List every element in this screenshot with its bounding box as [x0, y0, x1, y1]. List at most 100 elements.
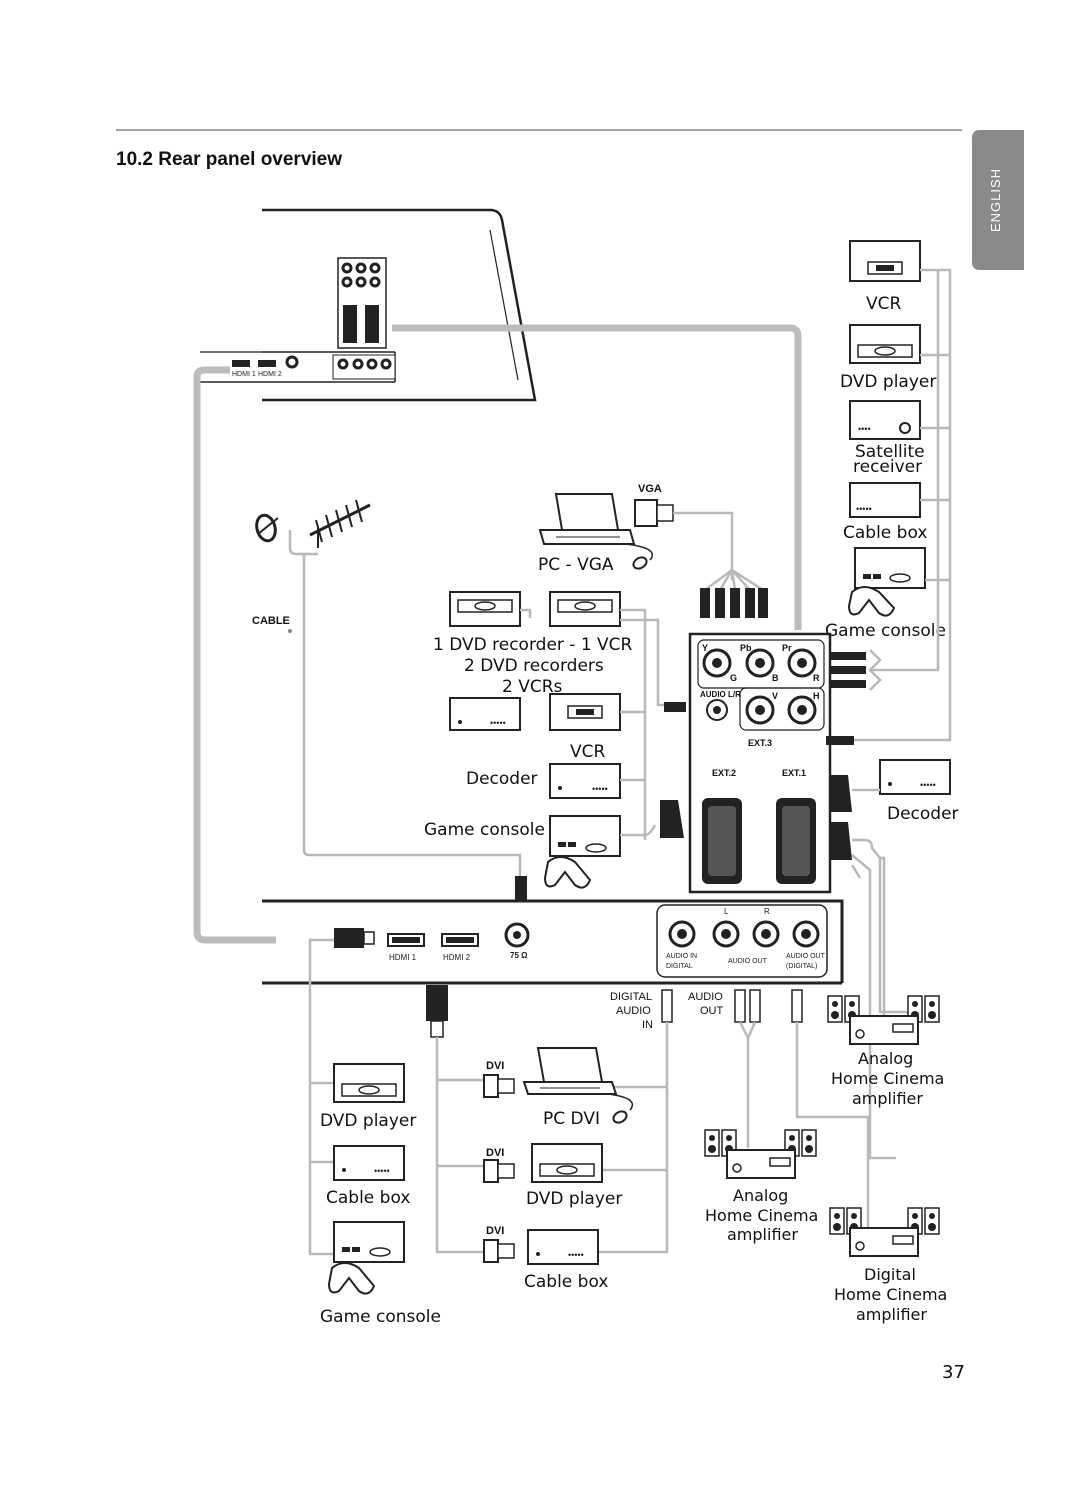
analog-audio-wire	[738, 1021, 757, 1148]
right-devices-bus	[850, 268, 952, 742]
ext3-scart-panel	[688, 632, 832, 894]
amp2-label-2: Home Cinema	[705, 1206, 818, 1225]
hdmi-devices-wire	[308, 938, 334, 1256]
hdmi-plug-bottom	[426, 985, 448, 1038]
recorder-line-3: 2 VCRs	[502, 677, 563, 697]
recorder-line-2: 2 DVD recorders	[464, 656, 604, 676]
mini-hdmi2-label: HDMI 2	[258, 371, 282, 378]
ext2-label: EXT.2	[712, 768, 736, 778]
scart-plug-left	[660, 800, 684, 838]
audio-jacks	[668, 920, 820, 948]
recorder-line-1: 1 DVD recorder - 1 VCR	[433, 635, 633, 655]
vga-connector-label: VGA	[638, 483, 662, 495]
dvi-plug-icons	[483, 1074, 515, 1263]
svg-text:•••••: •••••	[490, 718, 506, 728]
audio-in-label-1: AUDIO IN	[666, 953, 697, 960]
pc-vga-label: PC - VGA	[538, 555, 614, 575]
amp3-label-1: Digital	[864, 1265, 916, 1284]
amp2-label-3: amplifier	[727, 1225, 798, 1244]
audio-out-digital-label-1: AUDIO OUT	[786, 953, 826, 960]
audio-mini-plug-left	[664, 702, 686, 712]
audio-plugs-bottom	[661, 989, 803, 1023]
svg-text:••••: ••••	[858, 424, 871, 434]
right-decoder-label: Decoder	[887, 804, 959, 824]
cable-box-icon-right: •••••	[849, 482, 921, 518]
digital-audio-in-label-2: AUDIO	[616, 1005, 651, 1017]
left-vcr-label: VCR	[570, 742, 605, 762]
decoder-icon-left: •••••	[549, 763, 621, 799]
tv-connector-block: HDMI 1 HDMI 2	[232, 257, 396, 380]
analog-amplifier-icon-2	[704, 1129, 817, 1179]
audio-l-label: L	[724, 907, 729, 916]
dvi-devices-wire	[435, 1037, 484, 1254]
digital-amplifier-icon	[829, 1207, 940, 1257]
left-decoder-label: Decoder	[466, 769, 538, 789]
audio-out-label: AUDIO OUT	[728, 958, 768, 965]
antenna-plug	[515, 876, 527, 900]
satellite-receiver-icon: ••••	[849, 400, 921, 440]
satellite-label-1: Satellite	[855, 442, 925, 462]
hdmi1-label: HDMI 1	[389, 953, 417, 962]
audio-out-bottom-label-1: AUDIO	[688, 991, 723, 1003]
ext3-label: EXT.3	[748, 738, 772, 748]
vga-plug-icon	[634, 499, 674, 527]
digital-audio-wire	[598, 1022, 669, 1254]
dvd-recorder-icon-1	[449, 591, 521, 627]
jack-pb-label: Pb	[740, 643, 752, 653]
vga-wire	[673, 511, 734, 580]
jack-h-label: H	[813, 691, 820, 701]
amp2-label-1: Analog	[733, 1186, 788, 1205]
rca-plugs-right	[826, 652, 866, 745]
language-tab-label: ENGLISH	[988, 168, 1003, 232]
svg-text:•••••: •••••	[374, 1166, 390, 1176]
pc-dvi-label: PC DVI	[543, 1109, 600, 1129]
game-console-icon-right	[847, 547, 926, 617]
decoder-right-wire	[850, 788, 912, 1160]
scart-plugs-right	[830, 775, 852, 860]
jack-y-label: Y	[702, 643, 708, 653]
amp1-label-1: Analog	[858, 1049, 913, 1068]
amp3-label-3: amplifier	[856, 1305, 927, 1324]
audio-in-label-2: DIGITAL	[666, 963, 693, 970]
vcr-icon-left	[549, 693, 621, 731]
hdmi-dvd-player-label: DVD player	[320, 1111, 416, 1131]
pc-vga-mouse-cord	[625, 543, 653, 561]
game-console-icon-left	[543, 815, 621, 889]
antenna-icon	[255, 499, 371, 548]
decoder-icon-right: •••••	[879, 759, 951, 795]
right-game-console-label: Game console	[825, 621, 946, 641]
analog-amplifier-icon-1	[827, 995, 940, 1045]
dvd-player-icon-hdmi	[333, 1063, 405, 1103]
cable-box-icon-hdmi: •••••	[333, 1145, 405, 1181]
pc-dvi-laptop-icon	[522, 1047, 618, 1095]
digital-out-wire	[795, 1022, 870, 1228]
amp1-label-3: amplifier	[852, 1089, 923, 1108]
vcr-icon-right	[849, 240, 921, 282]
set-top-box-icon-left: •••••	[449, 697, 521, 731]
svg-text:•••••: •••••	[920, 780, 936, 790]
amp1-label-2: Home Cinema	[831, 1069, 944, 1088]
dvd-player-icon-dvi	[531, 1143, 603, 1183]
hdmi2-label: HDMI 2	[443, 953, 471, 962]
audio-jack-block	[656, 904, 828, 978]
dvi-label-2: DVI	[486, 1147, 504, 1159]
cable-box-icon-dvi: •••••	[527, 1229, 599, 1265]
svg-text:•••••: •••••	[568, 1250, 584, 1260]
right-cable-box-label: Cable box	[843, 523, 927, 543]
dvd-player-icon-right	[849, 324, 921, 364]
language-tab[interactable]: ENGLISH	[972, 130, 1024, 270]
game-console-icon-hdmi	[327, 1221, 405, 1295]
jack-b-label: B	[772, 673, 779, 683]
jack-g-label: G	[730, 673, 737, 683]
hdmi-plug-left	[334, 928, 364, 948]
hdmi-game-console-label: Game console	[320, 1307, 441, 1327]
page-title: 10.2 Rear panel overview	[116, 149, 342, 170]
cable-hdmi-down	[193, 366, 276, 944]
hdmi-port-icons	[387, 922, 530, 948]
jack-pr-label: Pr	[782, 643, 792, 653]
page-number: 37	[942, 1362, 965, 1383]
jack-v-label: V	[772, 691, 778, 701]
cable-ext-to-panel	[392, 324, 802, 630]
audio-out-bottom-label-2: OUT	[700, 1005, 724, 1017]
